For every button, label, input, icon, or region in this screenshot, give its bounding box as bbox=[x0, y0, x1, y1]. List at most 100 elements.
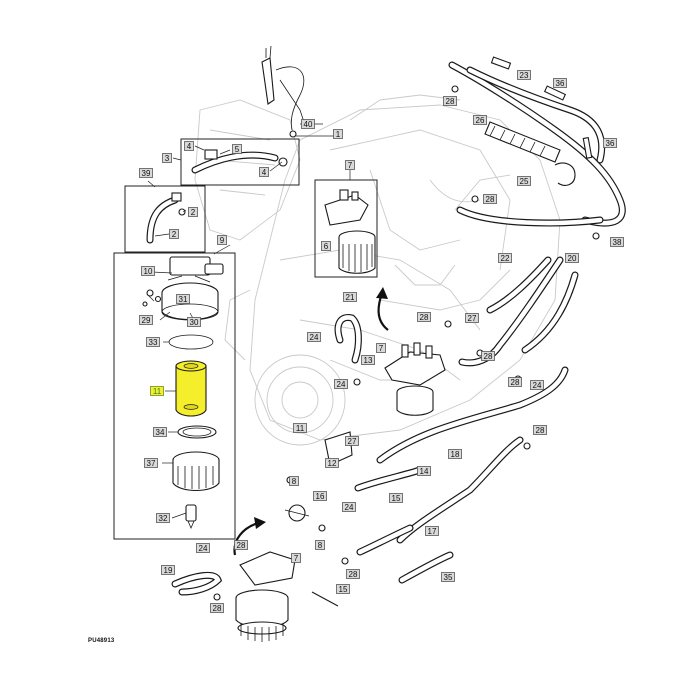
callout-box bbox=[417, 466, 431, 476]
callout-28: 28 bbox=[483, 194, 497, 204]
callout-label: 28 bbox=[446, 97, 455, 106]
callout-7: 7 bbox=[291, 553, 301, 563]
callout-10: 10 bbox=[141, 266, 155, 276]
fuel-line-39 bbox=[146, 192, 186, 244]
callout-label: 14 bbox=[420, 467, 429, 476]
callout-label: 17 bbox=[428, 527, 437, 536]
callout-box bbox=[234, 540, 248, 550]
callout-label: 6 bbox=[324, 242, 329, 251]
filter-assembly-lower bbox=[235, 551, 296, 642]
callout-23: 23 bbox=[517, 70, 531, 80]
callout-17: 17 bbox=[425, 526, 439, 536]
callout-29: 29 bbox=[139, 315, 153, 325]
callout-2: 2 bbox=[188, 207, 198, 217]
hose-network bbox=[171, 61, 626, 596]
callout-label: 20 bbox=[568, 254, 577, 263]
callout-20: 20 bbox=[565, 253, 579, 263]
callout-box bbox=[530, 380, 544, 390]
callout-box bbox=[210, 603, 224, 613]
callout-label: 15 bbox=[339, 585, 348, 594]
callout-box bbox=[465, 313, 479, 323]
callout-label: 28 bbox=[536, 426, 545, 435]
callout-box bbox=[345, 436, 359, 446]
callout-4: 4 bbox=[184, 141, 194, 151]
callout-box bbox=[259, 167, 269, 177]
callout-18: 18 bbox=[448, 449, 462, 459]
callout-label: 29 bbox=[142, 316, 151, 325]
callout-38: 38 bbox=[610, 237, 624, 247]
callout-27: 27 bbox=[465, 313, 479, 323]
callout-box bbox=[307, 332, 321, 342]
callout-box bbox=[343, 292, 357, 302]
callout-7: 7 bbox=[376, 343, 386, 353]
callout-box bbox=[187, 317, 201, 327]
callout-box bbox=[417, 312, 431, 322]
callout-label: 27 bbox=[348, 437, 357, 446]
callout-label: 27 bbox=[468, 314, 477, 323]
callout-26: 26 bbox=[473, 115, 487, 125]
callout-28: 28 bbox=[346, 569, 360, 579]
callout-box bbox=[150, 386, 164, 396]
callout-box bbox=[217, 235, 227, 245]
callout-box bbox=[301, 119, 315, 129]
callout-label: 32 bbox=[159, 514, 168, 523]
bolt-36 bbox=[543, 85, 593, 159]
callout-label: 24 bbox=[533, 381, 542, 390]
callout-label: 2 bbox=[191, 208, 196, 217]
callout-label: 1 bbox=[336, 130, 341, 139]
callout-label: 11 bbox=[153, 387, 162, 396]
callout-box bbox=[146, 337, 160, 347]
callout-14: 14 bbox=[417, 466, 431, 476]
callout-box bbox=[169, 229, 179, 239]
fitting-16 bbox=[284, 504, 310, 522]
inset-box-7 bbox=[314, 179, 378, 278]
callout-box bbox=[498, 253, 512, 263]
callout-label: 38 bbox=[613, 238, 622, 247]
callout-28: 28 bbox=[533, 425, 547, 435]
callout-box bbox=[139, 315, 153, 325]
inset-box-3 bbox=[180, 138, 300, 186]
callout-label: 4 bbox=[262, 168, 267, 177]
callout-22: 22 bbox=[498, 253, 512, 263]
callout-box bbox=[153, 427, 167, 437]
bowl-37 bbox=[172, 451, 220, 492]
callout-37: 37 bbox=[144, 458, 158, 468]
callout-label: 22 bbox=[501, 254, 510, 263]
callout-label: 28 bbox=[349, 570, 358, 579]
callout-label: 18 bbox=[451, 450, 460, 459]
callout-label: 28 bbox=[484, 352, 493, 361]
callout-32: 32 bbox=[156, 513, 170, 523]
callout-box bbox=[334, 379, 348, 389]
callout-label: 28 bbox=[511, 378, 520, 387]
callout-2: 2 bbox=[169, 229, 179, 239]
callout-8: 8 bbox=[289, 476, 299, 486]
callout-box bbox=[508, 377, 522, 387]
callout-box bbox=[161, 565, 175, 575]
filter-cartridge-8 bbox=[338, 230, 376, 274]
callout-4: 4 bbox=[259, 167, 269, 177]
callout-box bbox=[315, 540, 325, 550]
callout-15: 15 bbox=[336, 584, 350, 594]
callout-label: 12 bbox=[328, 459, 337, 468]
callout-box bbox=[443, 96, 457, 106]
callout-label: 39 bbox=[142, 169, 151, 178]
callout-15: 15 bbox=[389, 493, 403, 503]
callout-label: 15 bbox=[392, 494, 401, 503]
callout-label: 9 bbox=[220, 236, 225, 245]
drain-valve-32 bbox=[185, 504, 197, 530]
bolt-15 bbox=[311, 591, 339, 607]
callout-box bbox=[361, 355, 375, 365]
callout-label: 3 bbox=[165, 154, 170, 163]
callout-label: 28 bbox=[237, 541, 246, 550]
callout-label: 2 bbox=[172, 230, 177, 239]
callout-label: 26 bbox=[476, 116, 485, 125]
callout-box bbox=[313, 491, 327, 501]
callout-7: 7 bbox=[345, 160, 355, 170]
callout-label: 24 bbox=[199, 544, 208, 553]
callout-label: 8 bbox=[318, 541, 323, 550]
callout-label: 40 bbox=[304, 120, 313, 129]
filter-head-assembly bbox=[142, 256, 224, 321]
callout-box bbox=[342, 502, 356, 512]
callout-31: 31 bbox=[176, 294, 190, 304]
